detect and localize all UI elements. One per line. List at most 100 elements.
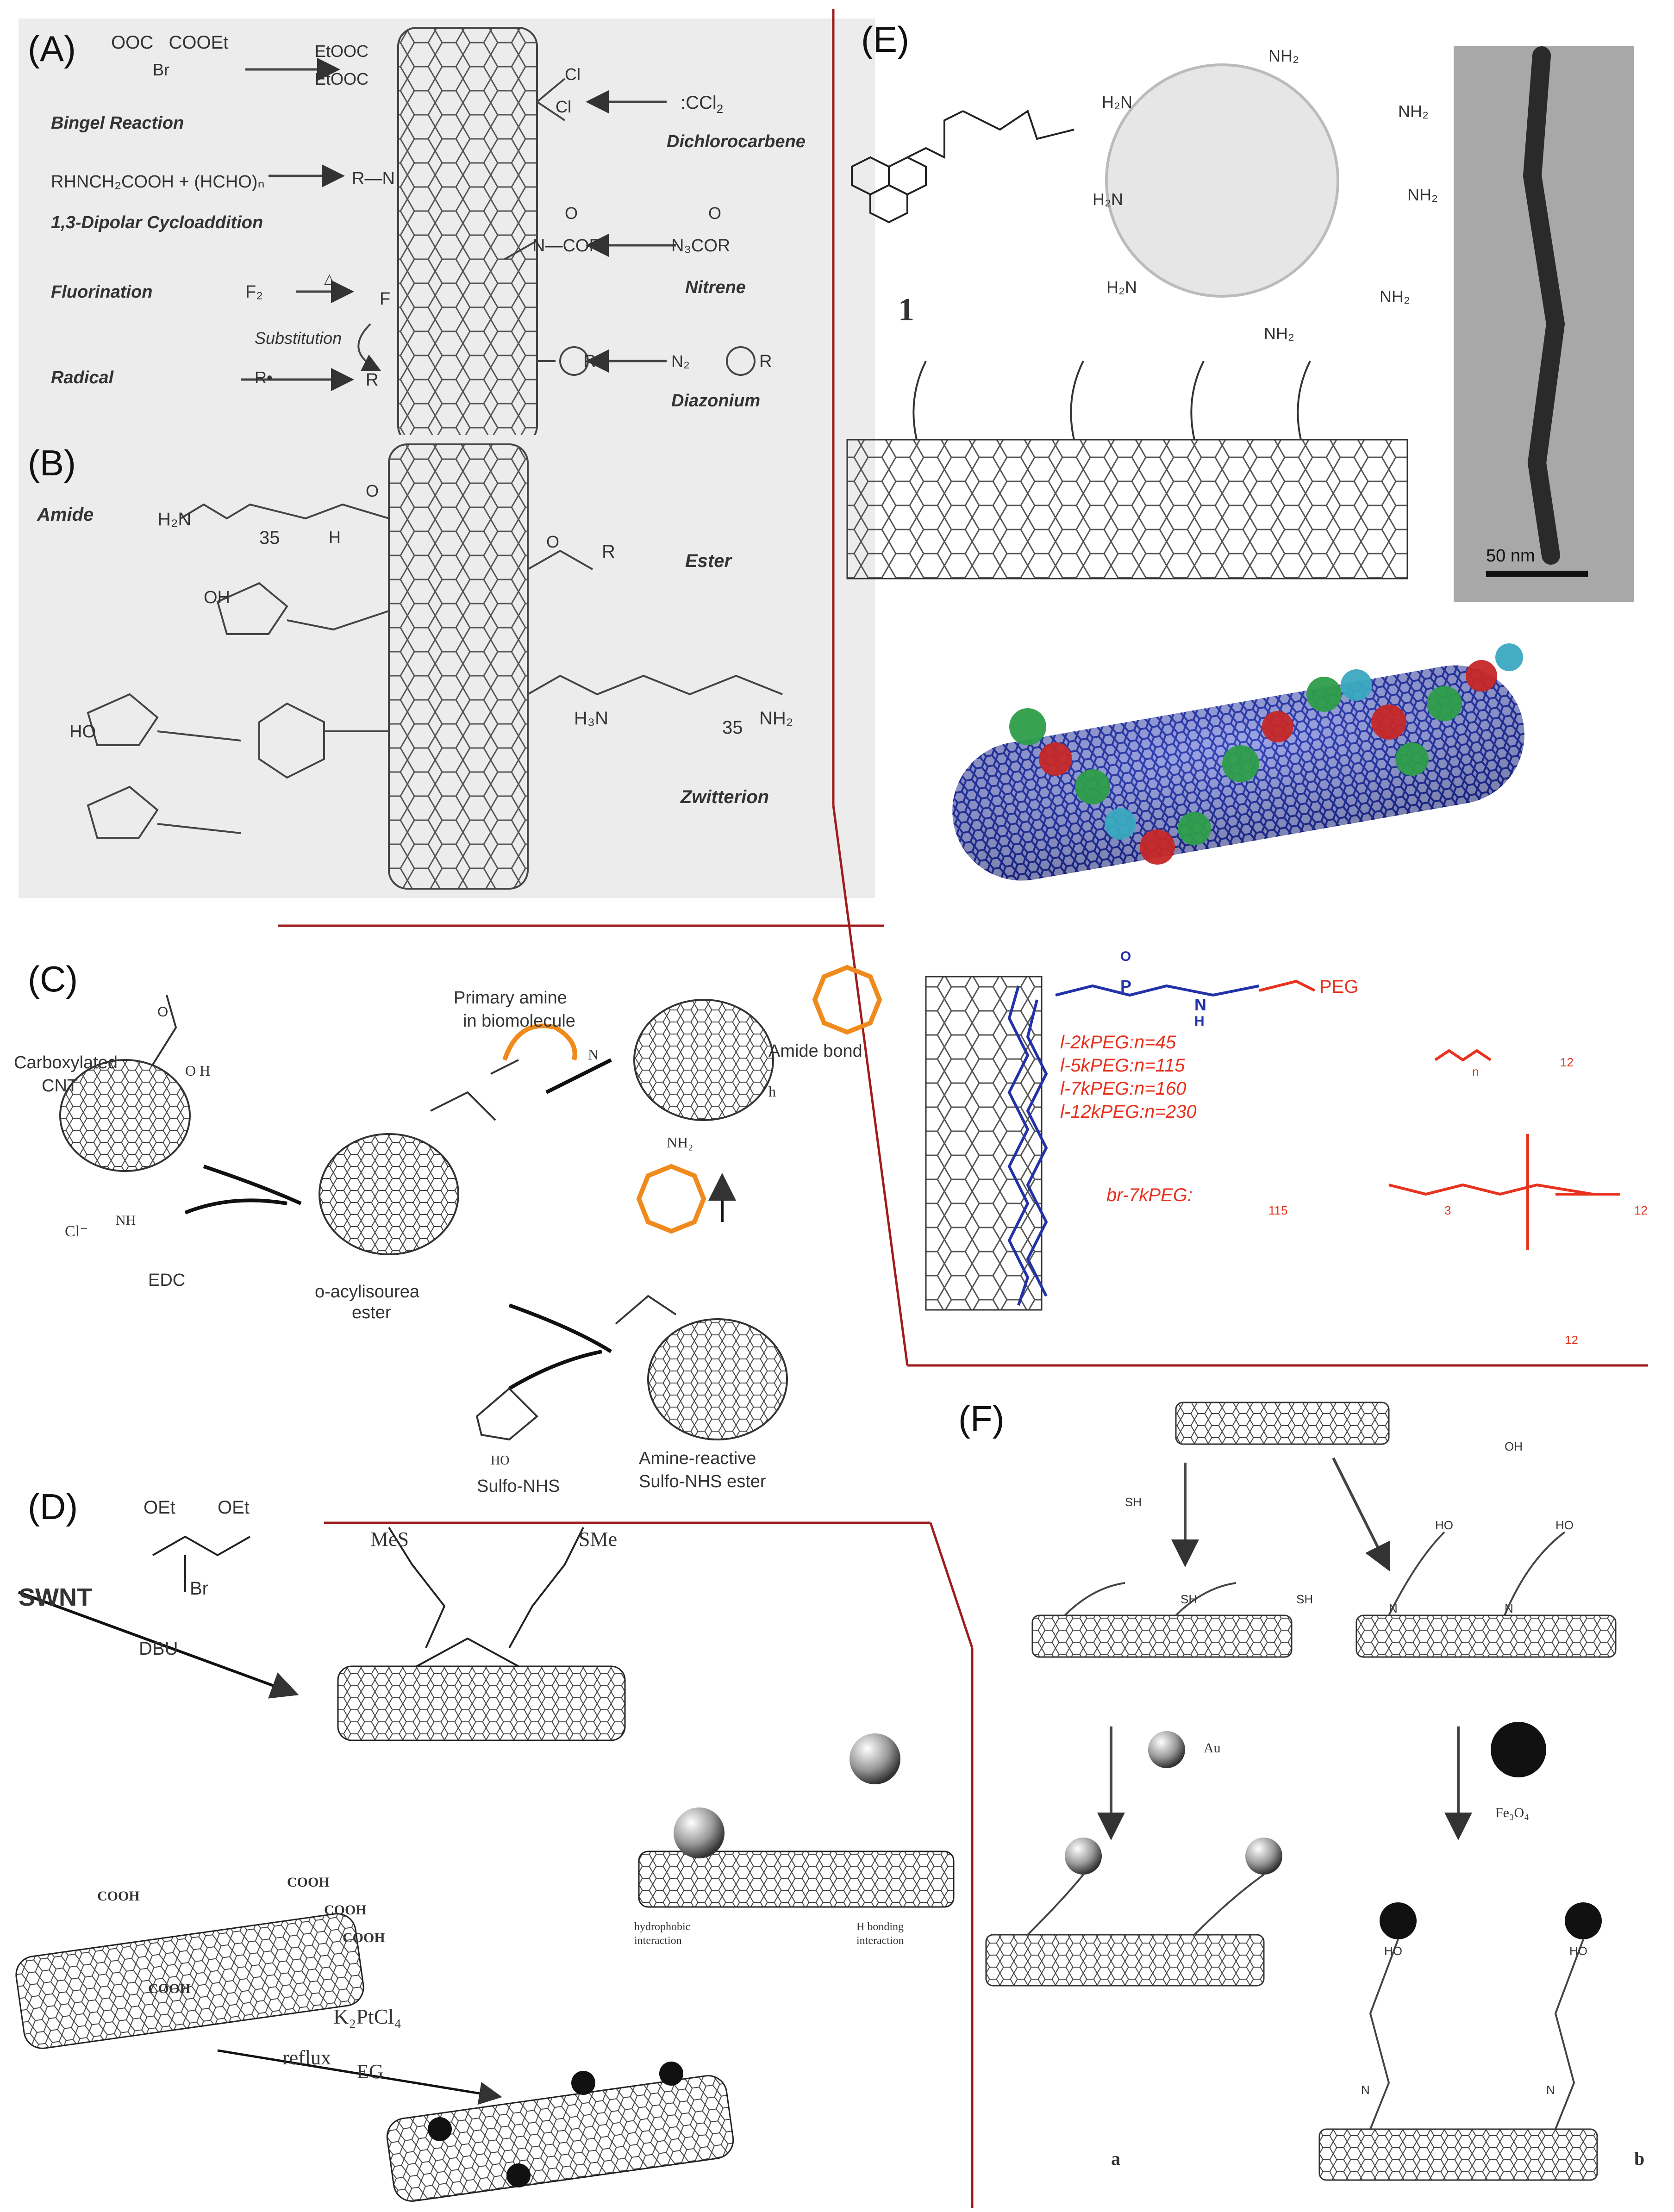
nanotube-icon [638,1851,955,1908]
label-zwitterion: Zwitterion [681,787,769,807]
k2ptcl4-label: K₂PtCl₄ [333,2005,402,2028]
au-label: Au [1204,1740,1221,1756]
amide-bond-label: Amide bond [768,1041,862,1061]
dendrimer-nh2-right-1: NH₂ [1398,102,1429,121]
cooh-label-1: COOH [97,1888,140,1904]
label-ester: Ester [685,551,732,571]
reflux-label: reflux [282,2046,331,2069]
br-peg-subscript-12-bottom: 12 [1565,1333,1578,1347]
cooh-label-4: COOH [343,1930,385,1945]
substitution-label: Substitution [255,329,342,348]
f-sh-label-3: SH [1296,1592,1313,1606]
dendrimer-icon [1105,63,1339,298]
primary-amine-label-1: Primary amine [454,988,567,1008]
nanoparticle-icon [1380,1902,1417,1939]
bingel-reagent: OOC COOEt [111,32,229,53]
reaction-diazonium: Diazonium [671,391,761,411]
nitrene-reagent: N₃COR [671,236,731,255]
panel-d-letter: (D) [28,1486,78,1527]
compound-number: 1 [898,292,914,328]
nitrene-o-2: O [708,204,722,223]
br-7kpeg-label: br-7kPEG: [1106,1185,1193,1205]
dbu-label: DBU [139,1639,178,1659]
amine-orange-icon [636,1164,706,1234]
lipid-o-label: O [1120,949,1131,964]
primary-amine-label-2: in biomolecule [463,1011,575,1031]
panel-b-diagram [87,443,783,890]
dendrimer-nh2-right-3: NH₂ [1380,287,1410,306]
panel-f-diagram [985,1402,1617,2181]
nanotube-icon [846,439,1408,579]
swnt-label: SWNT [19,1583,92,1611]
nitrene-o-1: O [565,204,578,223]
acylisourea-label-2: ester [352,1303,391,1322]
reaction-bingel: Bingel Reaction [51,113,184,133]
arrow-icon [1332,1457,1390,1572]
o-amide: O [366,481,379,500]
cl-label: Cl⁻ [65,1223,88,1240]
nanotube-icon [337,1665,626,1741]
nh2-label: NH₂ [759,708,793,729]
sulfo-nhs-label: Sulfo-NHS [477,1477,560,1496]
nanotube-icon [388,443,529,890]
cnt-label: CNT [42,1076,78,1096]
d-oet-2: OEt [218,1497,250,1518]
nanotube-icon [386,2075,734,2202]
amine-orange-icon [812,965,882,1035]
edc-label: EDC [148,1271,186,1290]
carboxylated-label: Carboxylated [14,1053,118,1072]
nanoparticle-icon [571,2071,595,2095]
label-amide: Amide [37,505,94,525]
dendrimer-nh2-bottom: NH₂ [1264,324,1294,343]
f-n-label-3: N [1361,2083,1370,2097]
reaction-nitrene: Nitrene [685,278,746,297]
dendrimer-nh2-top: NH₂ [1268,46,1299,65]
nanoparticle-icon [1245,1838,1282,1875]
cl-label-2: Cl [556,97,571,116]
nanotube-icon [647,1318,788,1440]
diazonium-reagent: N₂ [671,352,690,371]
nanotube-icon [925,976,1043,1311]
f-ho-label-3: HO [1384,1944,1402,1958]
dendrimer-h2n-left-1: H₂N [1102,93,1132,112]
nanoparticle-icon [849,1733,900,1784]
c-nh2-label: NH₂ [667,1134,693,1151]
reaction-dipolar: 1,3-Dipolar Cycloaddition [51,213,263,232]
fluor-product: F [380,289,391,309]
peg-coil [1009,643,1523,865]
dichlorocarbene-reagent: :CCl2 [681,93,724,116]
nitrene-product: N—COR [532,236,602,255]
ho-label: HO [69,722,96,741]
f-ho-label-4: HO [1569,1944,1587,1958]
aryl-product-r: R [583,352,596,371]
bingel-product-1: EtOOC [315,42,369,61]
hbond-label-2: interaction [856,1935,904,1947]
nanoparticle-icon [659,2062,683,2086]
nanoparticle-icon [1565,1902,1602,1939]
bingel-product-2: EtOOC [315,69,369,88]
f-n-label-4: N [1546,2083,1555,2097]
panel-c-letter: (C) [28,959,78,999]
peg-label: PEG [1319,977,1359,997]
radical-product: R [366,370,379,390]
cooh-label-3: COOH [324,1902,367,1918]
arrow-icon [18,1591,299,1699]
panel-d-diagram [15,1527,955,2202]
panel-c-diagram [59,965,882,1441]
nanotube-icon [15,1913,364,2049]
lipid-h-label: H [1194,1014,1205,1029]
panel-a-letter: (A) [28,28,76,69]
pyrene-icon [851,109,1074,224]
dendrimer-h2n-left-3: H₂N [1106,278,1137,297]
nanoparticle-icon [674,1807,725,1858]
l-5kpeg-label: l-5kPEG:n=115 [1060,1055,1185,1076]
f-n-label-1: N [1389,1601,1398,1615]
l-12kpeg-label: l-12kPEG:n=230 [1060,1102,1197,1122]
sme-label: SMe [579,1528,618,1551]
amine-orange-icon [502,1023,577,1061]
oh-label: OH [204,588,230,607]
nanotube-icon [1318,2128,1598,2181]
nanoparticle-icon [1065,1838,1102,1875]
n35-a: 35 [259,528,280,548]
